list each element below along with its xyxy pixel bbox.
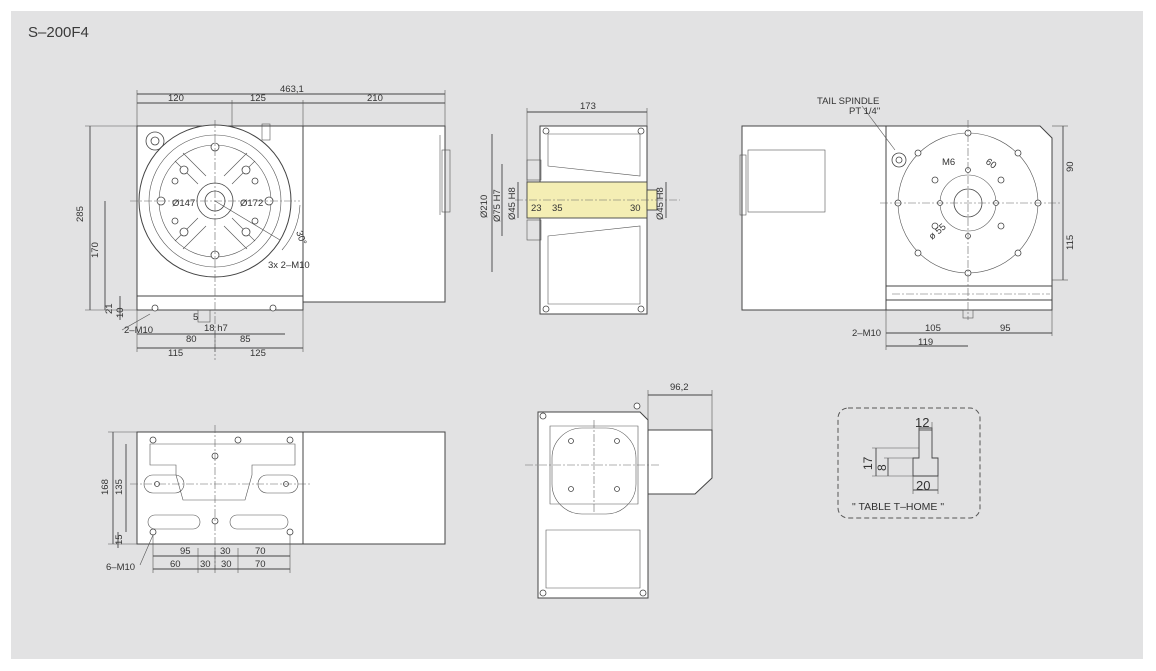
dim-119: 119: [918, 337, 933, 348]
tslot-w12: 12: [915, 415, 929, 430]
dim-5: 5: [193, 312, 198, 323]
dia-45h8-right: Ø45 H8: [655, 187, 666, 220]
tslot-w20: 20: [916, 478, 930, 493]
dim-125-top: 125: [250, 93, 266, 104]
dim-23: 23: [531, 203, 542, 214]
dim-173: 173: [580, 101, 596, 112]
dim-95: 95: [1000, 323, 1011, 334]
tslot-label: " TABLE T–HOME ": [852, 501, 944, 513]
top-view: [108, 425, 446, 573]
thread-2m10-rear: 2–M10: [852, 328, 881, 339]
dim-row2-30a: 30: [200, 559, 211, 570]
rear-housing: [885, 125, 1053, 311]
dim-135: 135: [114, 479, 125, 495]
top-housing: [136, 431, 304, 545]
front-motor: [302, 125, 446, 303]
dim-168: 168: [100, 479, 111, 495]
dim-80: 80: [186, 334, 197, 345]
dia-172: Ø172: [240, 198, 263, 209]
tail-spindle-thread: PT 1/4ʺ: [849, 106, 880, 117]
dim-10: 10: [115, 307, 126, 318]
thread-2m10-front: 2–M10: [124, 325, 153, 336]
tslot-h8: 8: [875, 464, 889, 471]
dim-35: 35: [552, 203, 563, 214]
dim-21: 21: [104, 303, 115, 314]
dim-120: 120: [168, 93, 184, 104]
dim-row1-95: 95: [180, 546, 191, 557]
dia-210: Ø210: [479, 195, 490, 218]
rear-motor: [741, 125, 887, 311]
thread-m6: M6: [942, 157, 955, 168]
rear-view: [739, 105, 1068, 350]
dim-125-bottom: 125: [250, 348, 266, 359]
dim-row1-70: 70: [255, 546, 266, 557]
dim-115-rear: 115: [1065, 235, 1076, 250]
front-view: [85, 90, 451, 360]
thread-6m10: 6–M10: [106, 562, 135, 573]
dim-210: 210: [367, 93, 383, 104]
dim-overall: 463,1: [280, 84, 304, 95]
dia-75h7: Ø75 H7: [492, 189, 503, 222]
end-view: [525, 390, 713, 599]
tslot-h17: 17: [861, 456, 875, 470]
dim-row2-30b: 30: [221, 559, 232, 570]
angle-30: 30°: [293, 229, 308, 246]
dim-row2-60: 60: [170, 559, 181, 570]
dia-147: Ø147: [172, 198, 195, 209]
dia-45h8-left: Ø45 H8: [507, 187, 518, 220]
dim-115: 115: [168, 348, 183, 359]
tslot-detail: [837, 407, 981, 519]
dim-285: 285: [75, 206, 86, 222]
thread-3x-2m10: 3x 2–M10: [268, 260, 310, 271]
key-18h7: 18 h7: [204, 323, 228, 334]
side-view: [491, 108, 680, 315]
top-motor: [302, 431, 446, 545]
dim-15: 15: [114, 534, 125, 545]
dim-85: 85: [240, 334, 251, 345]
dim-30-side: 30: [630, 203, 641, 214]
end-housing: [537, 411, 649, 599]
dim-row1-30: 30: [220, 546, 231, 557]
dim-row2-70: 70: [255, 559, 266, 570]
dim-90: 90: [1065, 161, 1076, 172]
dim-105: 105: [925, 323, 941, 334]
tail-spindle-label: TAIL SPINDLE: [817, 96, 879, 107]
drawing-title: S–200F4: [28, 24, 89, 41]
side-housing: [539, 125, 648, 315]
dim-170: 170: [90, 242, 101, 258]
dim-96-2: 96,2: [670, 382, 689, 393]
dim-60: 60: [983, 156, 998, 171]
